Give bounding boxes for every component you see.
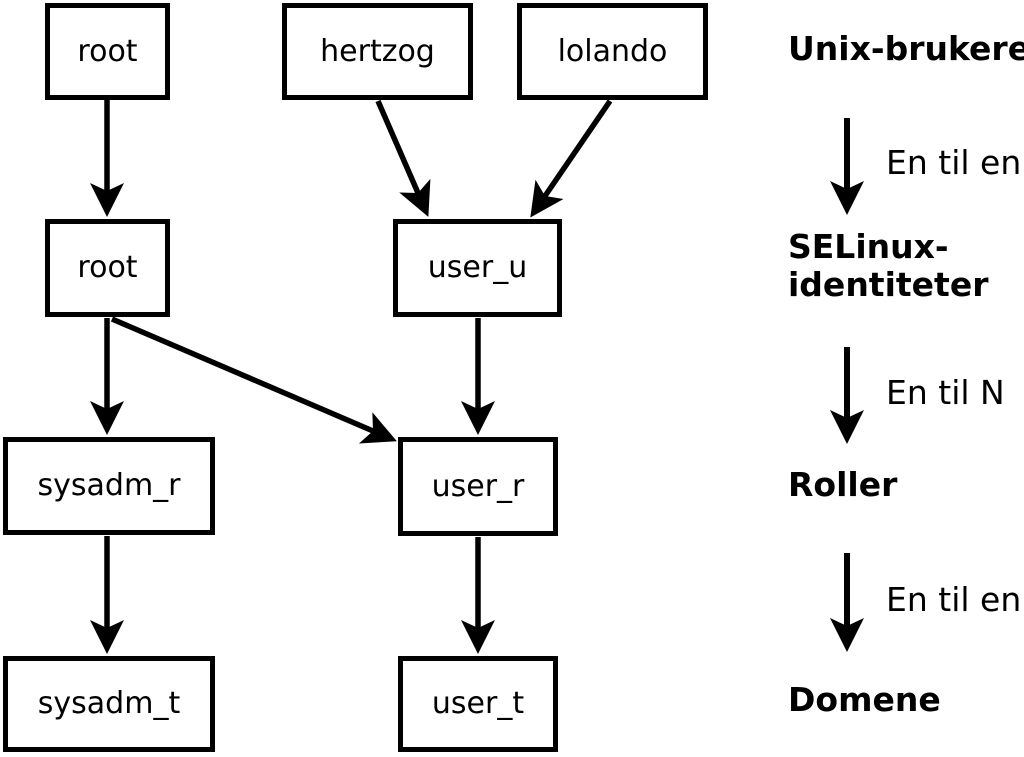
- node-label: root: [77, 33, 138, 69]
- node-label: hertzog: [320, 33, 435, 69]
- node-selinux-user-u: user_u: [393, 219, 562, 317]
- arrow-lolando-to-user-u: [530, 99, 613, 218]
- node-unix-lolando: lolando: [517, 3, 708, 100]
- node-domain-user-t: user_t: [398, 656, 558, 752]
- node-role-sysadm-r: sysadm_r: [3, 437, 215, 535]
- legend-selinux-line1: SELinux-: [788, 227, 949, 266]
- node-unix-root: root: [45, 3, 170, 100]
- node-label: user_r: [431, 468, 525, 504]
- node-domain-sysadm-t: sysadm_t: [3, 656, 215, 752]
- node-label: user_t: [431, 686, 525, 721]
- node-role-user-r: user_r: [398, 437, 558, 536]
- arrow-selinux-root-to-user-r: [110, 316, 397, 444]
- legend-unix-users-label: Unix-brukere: [788, 29, 1024, 68]
- node-label: sysadm_t: [37, 686, 181, 721]
- node-label: root: [77, 250, 138, 285]
- node-unix-hertzog: hertzog: [282, 3, 473, 100]
- legend-one-to-one-label-2: En til en: [886, 580, 1022, 619]
- arrow-hertzog-to-user-u: [375, 99, 431, 217]
- legend-domains-label: Domene: [788, 680, 941, 719]
- node-label: sysadm_r: [37, 468, 181, 503]
- node-selinux-root: root: [45, 219, 170, 317]
- legend-roles-label: Roller: [788, 465, 898, 504]
- legend-selinux-line2: identiteter: [788, 265, 989, 304]
- node-label: user_u: [427, 250, 528, 285]
- node-label: lolando: [557, 33, 668, 69]
- legend-selinux-identities-label: SELinux- identiteter: [788, 228, 988, 304]
- legend-one-to-n-label: En til N: [886, 373, 1005, 412]
- legend-one-to-one-label-1: En til en: [886, 143, 1022, 182]
